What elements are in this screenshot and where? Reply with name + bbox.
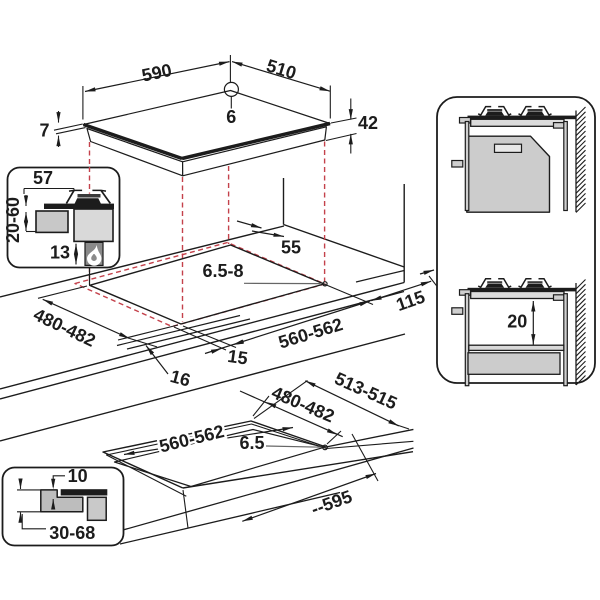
svg-text:42: 42: [358, 113, 378, 133]
svg-text:7: 7: [39, 120, 49, 140]
svg-text:20-60: 20-60: [3, 197, 23, 243]
svg-text:6.5: 6.5: [239, 433, 264, 453]
svg-text:13: 13: [50, 242, 70, 262]
svg-text:20: 20: [507, 311, 527, 331]
svg-text:10: 10: [68, 466, 88, 486]
svg-text:57: 57: [33, 168, 53, 188]
svg-text:30-68: 30-68: [49, 523, 95, 543]
svg-text:6.5-8: 6.5-8: [202, 261, 243, 281]
svg-text:15: 15: [226, 346, 249, 369]
svg-text:55: 55: [281, 237, 301, 257]
svg-text:6: 6: [226, 107, 236, 127]
